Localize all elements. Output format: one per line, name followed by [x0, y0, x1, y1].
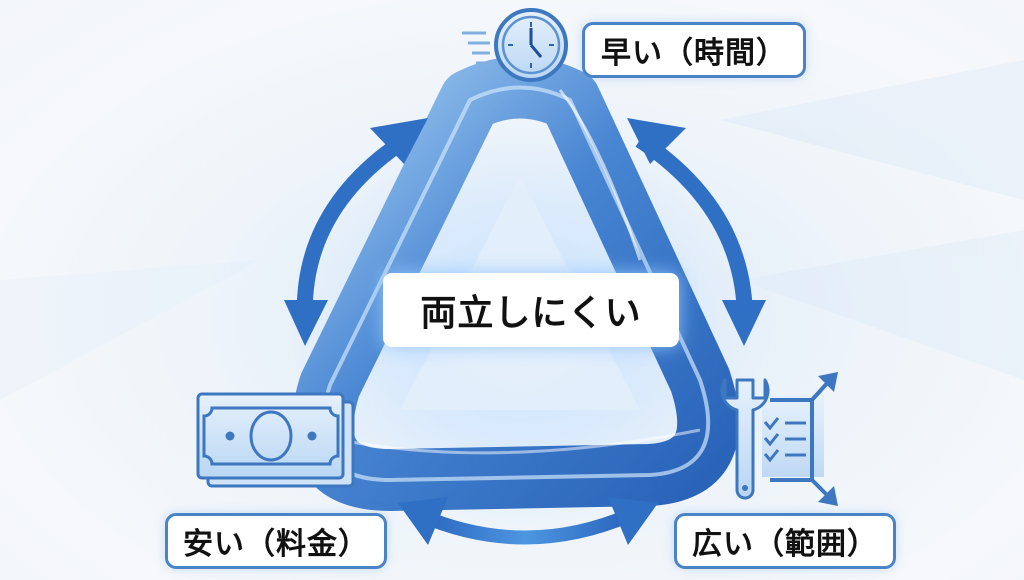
arrow-fast-cheap [284, 118, 428, 346]
clock-icon [462, 8, 568, 82]
node-label-fast: 早い（時間） [582, 22, 806, 78]
node-label-cheap: 安い（料金） [165, 513, 387, 569]
background-rays [0, 60, 1024, 400]
money-icon [196, 392, 355, 488]
arrow-cheap-broad [398, 497, 658, 545]
center-label: 両立しにくい [383, 273, 679, 347]
wrench-checklist-expand-icon [720, 372, 838, 506]
node-label-broad: 広い（範囲） [674, 513, 896, 569]
arrow-fast-broad [627, 118, 766, 346]
